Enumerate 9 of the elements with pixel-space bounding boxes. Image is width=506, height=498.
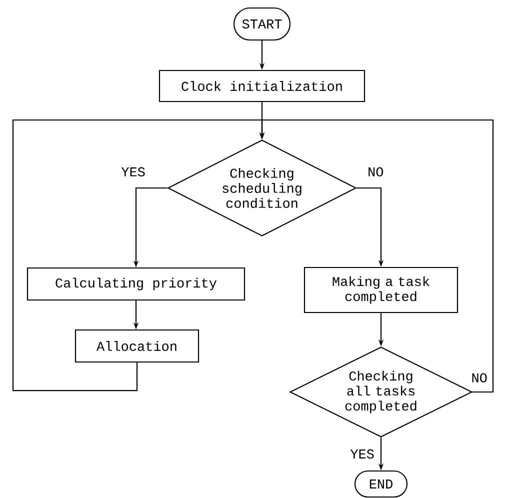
- terminal-node: END: [354, 470, 408, 498]
- edge-label: YES: [349, 448, 376, 460]
- edge-label: YES: [120, 166, 146, 178]
- terminal-node: START: [233, 7, 291, 41]
- process-box: Calculating priority: [26, 267, 246, 301]
- edge-label: NO: [366, 166, 385, 178]
- process-box: Clock initialization: [158, 70, 366, 102]
- process-box: Allocation: [74, 329, 200, 363]
- process-box: Making a task completed: [304, 266, 458, 314]
